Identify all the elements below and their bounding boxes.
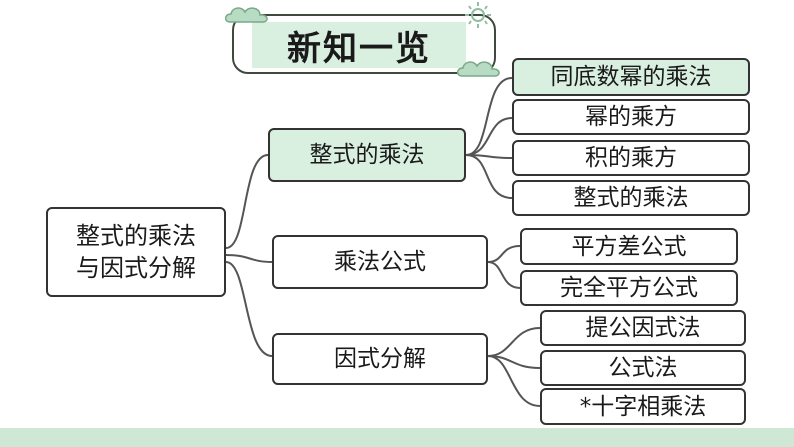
connector-root-branch-3 — [225, 261, 273, 357]
leaf-node-3-3: *十字相乘法 — [540, 388, 746, 425]
root-node: 整式的乘法 与因式分解 — [46, 207, 226, 297]
page-title: 新知一览 — [252, 22, 466, 69]
connector-b3-c1 — [487, 327, 541, 357]
cloud-icon — [224, 7, 268, 23]
leaf-node-1-2: 幂的乘方 — [512, 99, 750, 135]
root-label-line2: 与因式分解 — [76, 254, 196, 282]
branch-node-1: 整式的乘法 — [268, 128, 466, 182]
connector-b1-c1 — [465, 77, 513, 156]
connector-b2-c2 — [487, 261, 521, 289]
connector-b3-c3 — [487, 355, 541, 407]
leaf-node-1-4: 整式的乘法 — [512, 180, 750, 216]
sun-icon — [465, 2, 491, 28]
footer-band — [0, 428, 794, 447]
connector-root-branch-1 — [225, 154, 269, 249]
leaf-node-2-1: 平方差公式 — [520, 228, 738, 265]
connector-b1-c2 — [465, 117, 513, 156]
branch-node-2: 乘法公式 — [272, 235, 488, 289]
connector-b1-c4 — [465, 154, 513, 199]
root-label-line1: 整式的乘法 — [76, 222, 196, 250]
cloud-icon — [456, 61, 500, 77]
leaf-node-1-1: 同底数幂的乘法 — [512, 58, 750, 96]
connector-root-branch-2 — [225, 254, 273, 263]
connector-b2-c1 — [487, 245, 521, 263]
branch-node-3: 因式分解 — [272, 333, 488, 385]
leaf-node-2-2: 完全平方公式 — [520, 270, 738, 306]
leaf-node-1-3: 积的乘方 — [512, 140, 750, 176]
leaf-node-3-2: 公式法 — [540, 350, 746, 386]
leaf-node-3-1: 提公因式法 — [540, 310, 746, 346]
